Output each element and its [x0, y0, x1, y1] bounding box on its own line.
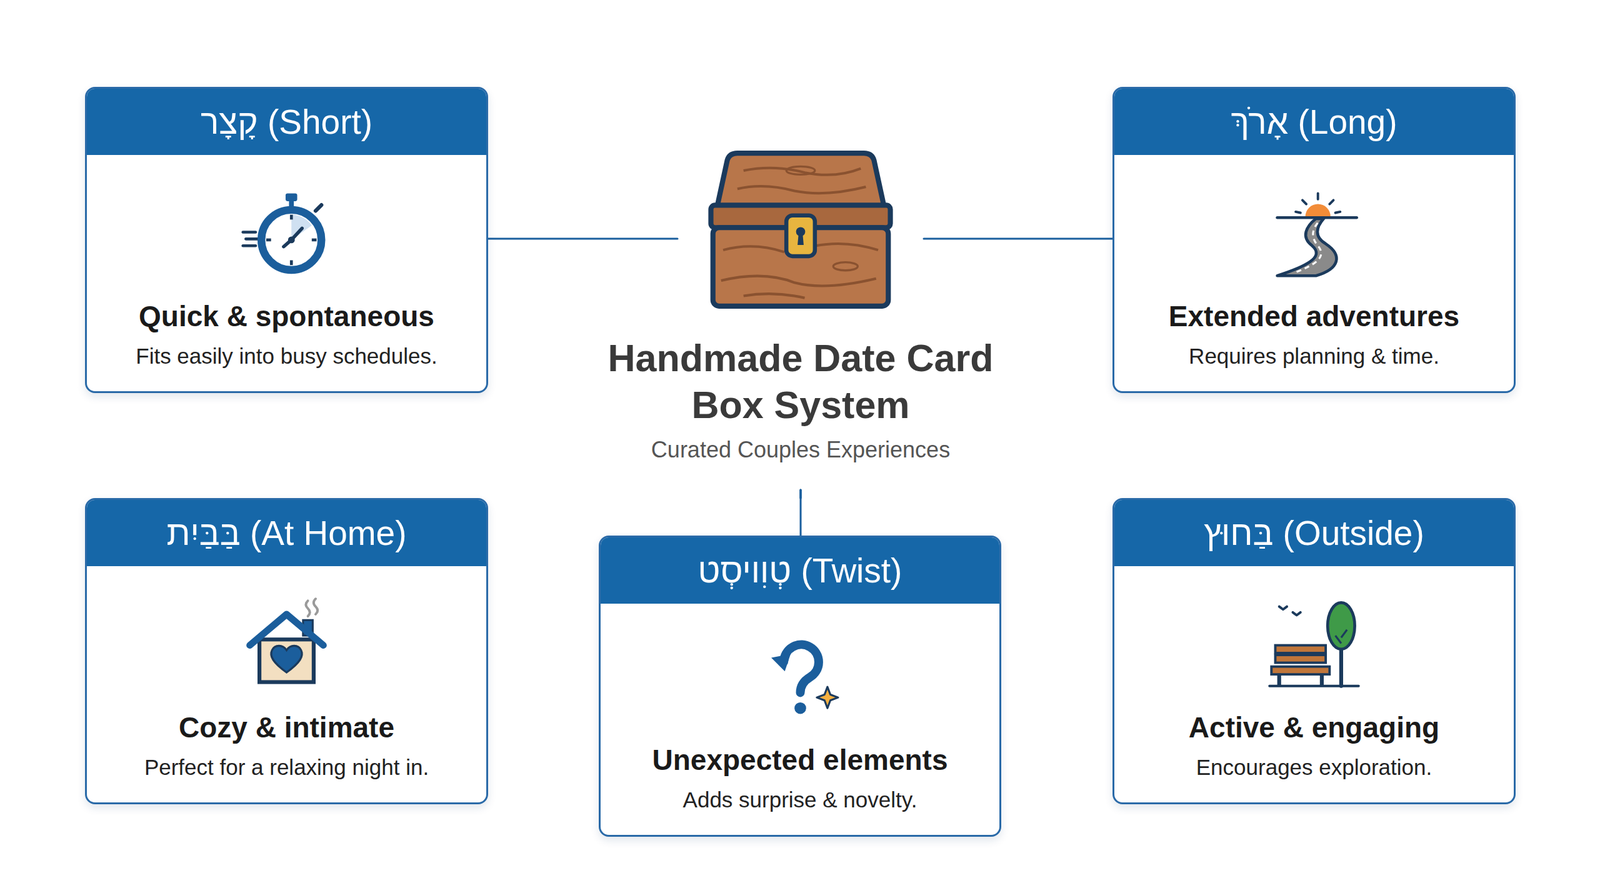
bench-tree-icon: [1265, 595, 1363, 692]
road-sunset-icon: [1265, 183, 1363, 281]
box-heading: Cozy & intimate: [86, 710, 487, 745]
box-description: Requires planning & time.: [1114, 342, 1514, 370]
category-box: קָצָר (Short) Quick & spontaneousFits eas…: [85, 86, 489, 394]
box-header: טְוִויסְט (Twist): [600, 537, 1000, 604]
box-heading: Extended adventures: [1114, 298, 1514, 334]
box-description: Adds surprise & novelty.: [600, 786, 1000, 814]
box-description: Perfect for a relaxing night in.: [86, 753, 487, 782]
box-description: Encourages exploration.: [1114, 753, 1514, 782]
category-box: בַּחוּץ (Outside) Active & engagingEncour…: [1112, 498, 1516, 805]
connector-line: [800, 490, 802, 499]
stopwatch-icon: [238, 183, 335, 281]
category-box: אָרֹךְ (Long) Extended adventuresRequires…: [1112, 86, 1516, 394]
connector-line: [800, 490, 802, 536]
hub-title: Handmade Date Card Box System: [581, 335, 1020, 429]
hub-group: Handmade Date Card Box SystemCurated Cou…: [677, 148, 924, 490]
connector-line: [488, 238, 678, 240]
box-heading: Active & engaging: [1114, 710, 1514, 745]
box-heading: Quick & spontaneous: [86, 298, 487, 334]
category-box: טְוִויסְט (Twist) Unexpected elementsAdds…: [598, 535, 1002, 837]
box-header: קָצָר (Short): [86, 88, 487, 155]
chest-illustration: [702, 148, 899, 312]
box-description: Fits easily into busy schedules.: [86, 342, 487, 370]
hub-subtitle: Curated Couples Experiences: [581, 436, 1020, 464]
connector-line: [800, 490, 802, 499]
house-heart-icon: [238, 595, 335, 692]
box-header: בַּחוּץ (Outside): [1114, 500, 1514, 567]
question-twist-icon: [751, 626, 849, 724]
connector-line: [923, 238, 1113, 240]
box-header: אָרֹךְ (Long): [1114, 88, 1514, 155]
box-header: בַּבַּיִת (At Home): [86, 500, 487, 567]
box-heading: Unexpected elements: [600, 742, 1000, 778]
category-box: בַּבַּיִת (At Home) Cozy & intimatePerfec…: [85, 498, 489, 805]
